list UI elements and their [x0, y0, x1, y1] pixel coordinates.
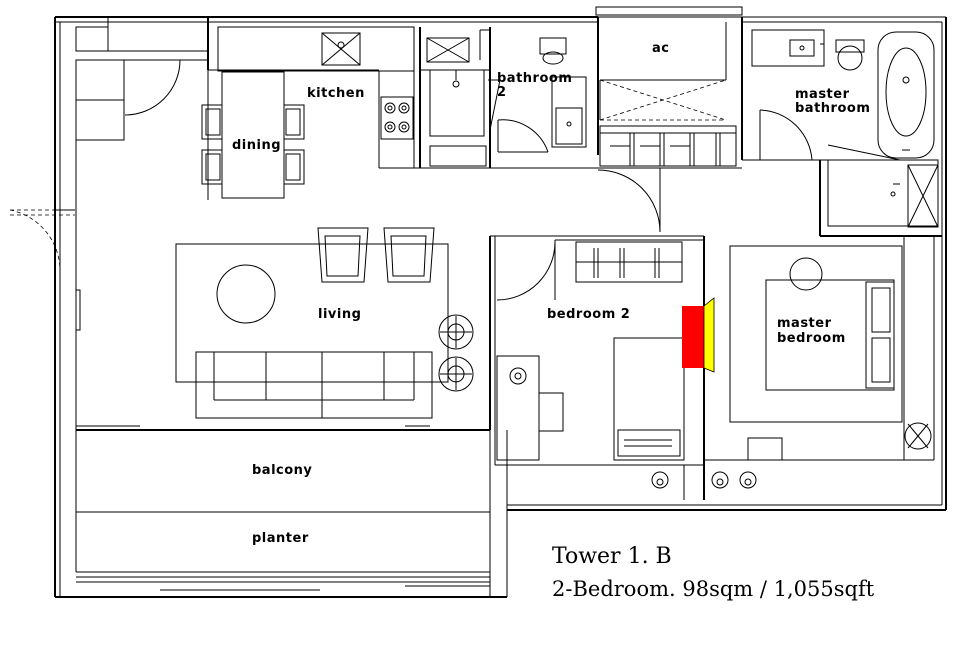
- ac-label: ac: [652, 41, 669, 56]
- master-bathroom-label-line1: master: [795, 87, 850, 102]
- master-bedroom-area: [651, 236, 935, 500]
- dining-label: dining: [232, 138, 281, 153]
- kitchen-label: kitchen: [307, 86, 365, 101]
- balcony-area: [75, 430, 490, 572]
- master-bathroom-label-line2: bathroom: [795, 101, 870, 116]
- outer-walls: [54, 6, 947, 598]
- planter-label: planter: [252, 531, 309, 546]
- entry-area: [9, 16, 209, 430]
- bathroom2-label-line1: bathroom: [497, 71, 572, 86]
- bedroom2-label: bedroom 2: [547, 307, 630, 322]
- dining-area: [201, 71, 305, 199]
- living-area: [76, 70, 598, 431]
- highlight-red: [682, 306, 704, 368]
- master-bathroom-area: [742, 29, 942, 237]
- master-bedroom-label-line2: bedroom: [777, 331, 846, 346]
- ac-area: [597, 17, 743, 233]
- room-labels: kitchen bathroom 2 ac master bathroom di…: [232, 41, 870, 546]
- kitchen-area: [208, 26, 490, 169]
- bathroom2-label-line2: 2: [497, 85, 507, 100]
- bedroom2-area: [489, 235, 715, 500]
- bathroom2-area: [419, 17, 599, 168]
- highlight-yellow: [703, 297, 715, 373]
- living-label: living: [318, 307, 361, 322]
- plan-subtitle: 2-Bedroom. 98sqm / 1,055sqft: [552, 577, 875, 601]
- plan-title: Tower 1. B: [552, 544, 672, 569]
- balcony-label: balcony: [252, 463, 312, 478]
- master-bedroom-label-line1: master: [777, 316, 832, 331]
